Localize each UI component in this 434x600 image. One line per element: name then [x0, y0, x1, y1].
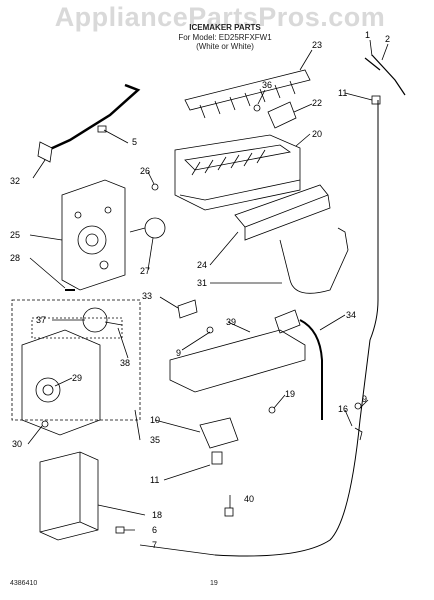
screw-26: [151, 183, 159, 191]
screw-19: [268, 406, 276, 414]
callout-36: 36: [262, 80, 272, 90]
callout-32: 32: [10, 176, 20, 186]
model-number: For Model: ED25RFXFW1: [178, 33, 272, 42]
bracket-33: [177, 299, 198, 319]
callout-34: 34: [346, 310, 356, 320]
callout-7: 7: [152, 540, 157, 550]
callout-11-top: 11: [338, 88, 347, 98]
callout-9-right: 9: [362, 394, 367, 404]
color-note: (White or White): [196, 42, 254, 51]
motor-37: [82, 307, 108, 333]
screw-9a: [206, 326, 214, 334]
callout-9-left: 9: [176, 348, 181, 358]
plug-34: [274, 309, 301, 334]
housing-25: [61, 179, 126, 291]
watermark: AppliancePartsPros.com: [54, 2, 386, 32]
icemaker-mold-20: [174, 134, 301, 211]
clip-5: [97, 125, 107, 133]
screw-9b: [354, 402, 362, 410]
callout-10: 10: [150, 415, 160, 425]
callout-20: 20: [312, 129, 322, 139]
callout-27: 27: [140, 266, 150, 276]
callout-26: 26: [140, 166, 150, 176]
document-number: 4386410: [10, 580, 38, 587]
callout-2: 2: [385, 34, 390, 44]
callout-40: 40: [244, 494, 254, 504]
callout-11-bottom: 11: [150, 475, 159, 485]
assembly-35-box: [11, 299, 141, 421]
callout-23: 23: [312, 40, 322, 50]
callout-22: 22: [312, 98, 322, 108]
mounting-bracket-39: [169, 329, 306, 393]
callout-37: 37: [36, 315, 46, 325]
callout-30: 30: [12, 439, 22, 449]
callout-39: 39: [226, 317, 236, 327]
callout-24: 24: [197, 260, 207, 270]
diagram-title: ICEMAKER PARTS: [189, 23, 261, 32]
ejector-23: [184, 69, 311, 111]
water-valve-10: [199, 417, 239, 449]
nut-11: [371, 95, 381, 105]
clip-6: [115, 526, 125, 534]
callout-38: 38: [120, 358, 130, 368]
callout-1: 1: [365, 30, 370, 40]
water-supply-tube: [214, 100, 379, 557]
callout-29: 29: [72, 373, 82, 383]
callout-28: 28: [10, 253, 20, 263]
cover-18: [39, 451, 99, 541]
wire-harness-32: [43, 83, 141, 161]
callout-33: 33: [142, 291, 152, 301]
callout-18: 18: [152, 510, 162, 520]
plate-29: [21, 329, 101, 436]
screw-36: [253, 104, 261, 112]
callout-35: 35: [150, 435, 160, 445]
screw-40: [224, 507, 234, 517]
callout-31: 31: [197, 278, 207, 288]
callout-6: 6: [152, 525, 157, 535]
motor-27: [144, 217, 166, 239]
clip-16: [354, 427, 363, 441]
stripper-24: [234, 184, 329, 228]
callout-25: 25: [10, 230, 20, 240]
callout-5: 5: [132, 137, 137, 147]
fill-tube: [371, 54, 406, 96]
callout-19: 19: [285, 389, 295, 399]
cover-22: [267, 101, 297, 129]
page-number: 19: [210, 580, 218, 587]
screw-30: [41, 420, 49, 428]
callout-16: 16: [338, 404, 348, 414]
shutoff-arm-31: [279, 227, 349, 294]
